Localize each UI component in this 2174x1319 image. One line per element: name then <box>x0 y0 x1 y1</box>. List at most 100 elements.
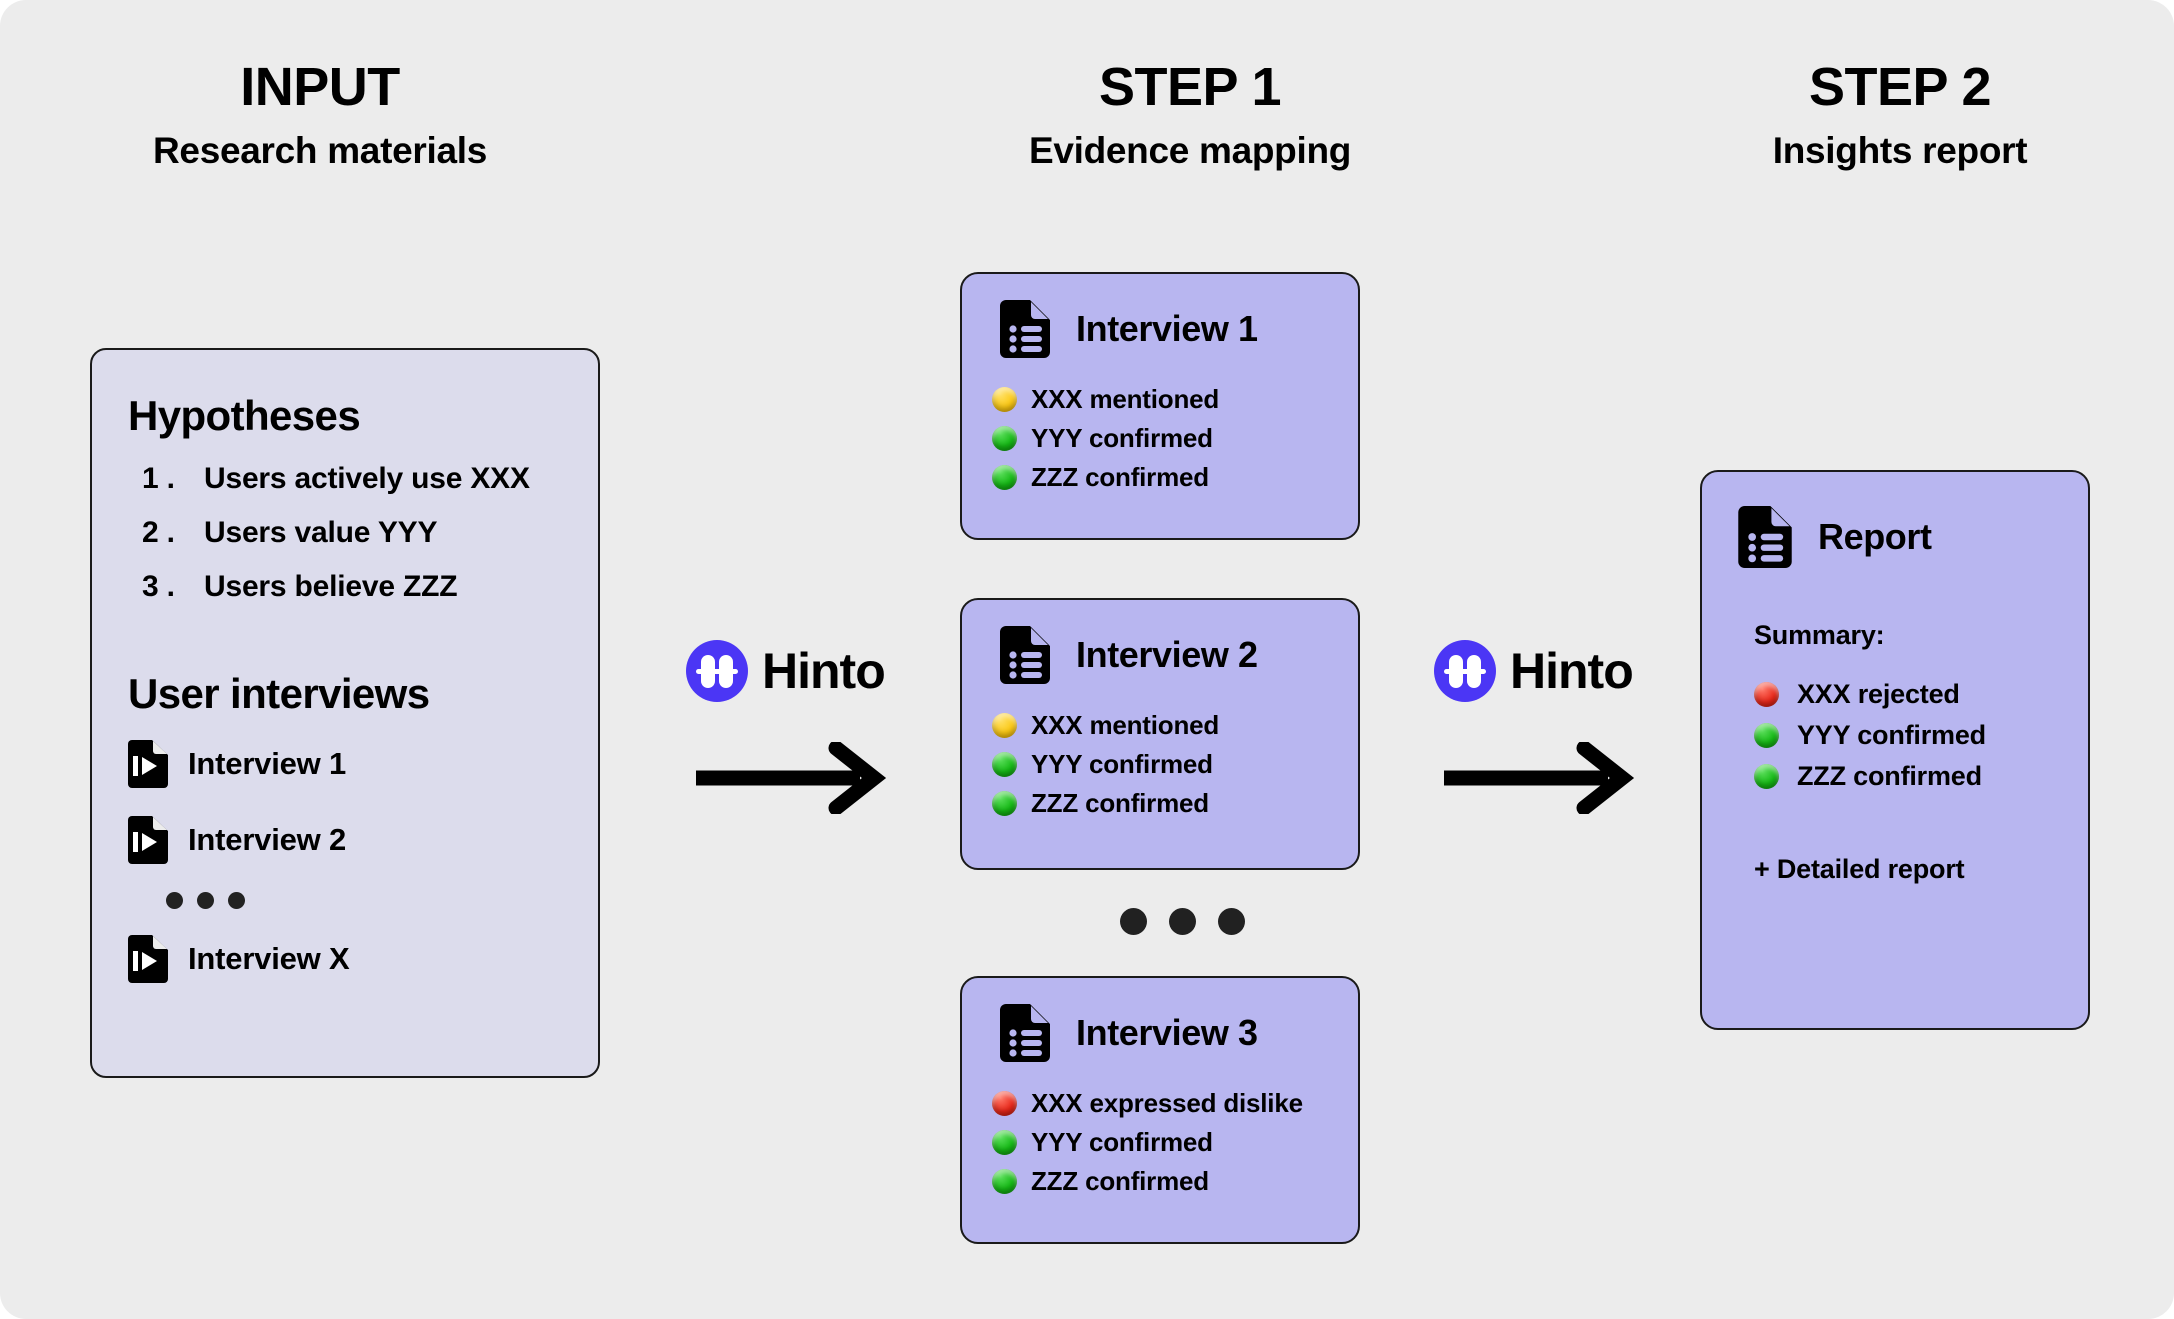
hinto-logo-icon <box>1434 640 1496 702</box>
video-file-icon <box>128 935 168 983</box>
finding-text: XXX rejected <box>1797 679 1960 709</box>
status-dot-green-icon <box>992 1169 1017 1194</box>
hypothesis-number: 3 . <box>142 570 175 603</box>
ellipsis-dot-icon <box>197 892 214 909</box>
interview-label: Interview 2 <box>188 822 347 857</box>
detailed-report-footer: + Detailed report <box>1754 854 1965 884</box>
list-item: ZZZ confirmed <box>1754 761 2088 792</box>
connector-hinto-step2: Hinto <box>1434 640 1638 819</box>
card-title: Interview 2 <box>1076 634 1258 675</box>
evidence-cards-ellipsis <box>1120 908 1245 935</box>
arrow-right-icon <box>690 740 890 819</box>
list-item[interactable]: Interview X <box>120 935 598 983</box>
ellipsis-dot-icon <box>228 892 245 909</box>
column-subtitle-step2: Insights report <box>1772 130 2028 171</box>
document-list-icon <box>1000 300 1050 358</box>
card-header: Interview 3 <box>962 978 1358 1062</box>
hypotheses-heading: Hypotheses <box>128 392 361 439</box>
list-item: 3 . Users believe ZZZ <box>120 570 598 604</box>
status-dot-green-icon <box>1754 723 1779 748</box>
finding-text: YYY confirmed <box>1797 720 1986 750</box>
column-heading-input: INPUT Research materials <box>60 60 580 169</box>
finding-text: XXX mentioned <box>1031 384 1220 414</box>
list-item: 1 . Users actively use XXX <box>120 462 598 496</box>
findings-list: XXX rejected YYY confirmed ZZZ confirmed <box>1702 651 2088 792</box>
arrow-right-icon <box>1438 740 1638 819</box>
video-file-icon <box>128 740 168 788</box>
ellipsis-dot-icon <box>1218 908 1245 935</box>
column-heading-step1: STEP 1 Evidence mapping <box>910 60 1470 169</box>
list-item: XXX expressed dislike <box>992 1088 1358 1119</box>
list-item: ZZZ confirmed <box>992 462 1358 493</box>
status-dot-green-icon <box>992 1130 1017 1155</box>
hypotheses-list: 1 . Users actively use XXX 2 . Users val… <box>120 462 598 604</box>
summary-label: Summary: <box>1754 620 1885 650</box>
list-item: XXX mentioned <box>992 710 1358 741</box>
findings-list: XXX mentioned YYY confirmed ZZZ confirme… <box>962 358 1358 493</box>
column-title-input: INPUT <box>240 57 400 117</box>
status-dot-green-icon <box>1754 764 1779 789</box>
hinto-wordmark: Hinto <box>762 643 886 699</box>
status-dot-green-icon <box>992 752 1017 777</box>
finding-text: YYY confirmed <box>1031 1127 1213 1157</box>
card-title: Interview 1 <box>1076 308 1258 349</box>
hinto-wordmark: Hinto <box>1510 643 1634 699</box>
list-item: YYY confirmed <box>992 423 1358 454</box>
list-item: ZZZ confirmed <box>992 1166 1358 1197</box>
list-item: XXX mentioned <box>992 384 1358 415</box>
finding-text: ZZZ confirmed <box>1031 788 1209 818</box>
interview-label: Interview X <box>188 941 350 976</box>
finding-text: YYY confirmed <box>1031 749 1213 779</box>
evidence-card-interview-2: Interview 2 XXX mentioned YYY confirmed … <box>960 598 1360 870</box>
evidence-card-interview-1: Interview 1 XXX mentioned YYY confirmed … <box>960 272 1360 540</box>
status-dot-green-icon <box>992 791 1017 816</box>
research-materials-card: Hypotheses 1 . Users actively use XXX 2 … <box>90 348 600 1078</box>
finding-text: ZZZ confirmed <box>1797 761 1982 791</box>
list-item: XXX rejected <box>1754 679 2088 710</box>
list-item: YYY confirmed <box>992 1127 1358 1158</box>
list-item[interactable]: Interview 1 <box>120 740 598 788</box>
column-title-step2: STEP 2 <box>1808 57 1992 117</box>
hypothesis-number: 2 . <box>142 516 175 549</box>
column-subtitle-step1: Evidence mapping <box>1028 130 1352 171</box>
hypothesis-text: Users value YYY <box>204 516 438 549</box>
ellipsis-dot-icon <box>1169 908 1196 935</box>
status-dot-yellow-icon <box>992 387 1017 412</box>
interview-label: Interview 1 <box>188 746 347 781</box>
hypothesis-text: Users believe ZZZ <box>204 570 458 603</box>
status-dot-red-icon <box>992 1091 1017 1116</box>
list-item[interactable]: Interview 2 <box>120 816 598 864</box>
evidence-card-interview-3: Interview 3 XXX expressed dislike YYY co… <box>960 976 1360 1244</box>
hinto-logo: Hinto <box>1434 640 1638 702</box>
interviews-ellipsis <box>120 892 598 909</box>
column-subtitle-input: Research materials <box>153 130 487 171</box>
insights-report-card: Report Summary: XXX rejected YYY confirm… <box>1700 470 2090 1030</box>
card-header: Interview 2 <box>962 600 1358 684</box>
hypothesis-number: 1 . <box>142 462 175 495</box>
status-dot-red-icon <box>1754 682 1779 707</box>
hypothesis-text: Users actively use XXX <box>204 462 530 495</box>
column-title-step1: STEP 1 <box>1098 57 1282 117</box>
card-header: Interview 1 <box>962 274 1358 358</box>
finding-text: ZZZ confirmed <box>1031 462 1209 492</box>
finding-text: YYY confirmed <box>1031 423 1213 453</box>
status-dot-green-icon <box>992 426 1017 451</box>
card-title: Report <box>1818 516 1932 557</box>
hinto-logo-icon <box>686 640 748 702</box>
ellipsis-dot-icon <box>166 892 183 909</box>
findings-list: XXX expressed dislike YYY confirmed ZZZ … <box>962 1062 1358 1197</box>
video-file-icon <box>128 816 168 864</box>
user-interviews-heading: User interviews <box>128 670 430 717</box>
column-heading-step2: STEP 2 Insights report <box>1690 60 2110 169</box>
card-title: Interview 3 <box>1076 1012 1258 1053</box>
document-list-icon <box>1738 506 1792 568</box>
finding-text: XXX expressed dislike <box>1031 1088 1303 1118</box>
finding-text: ZZZ confirmed <box>1031 1166 1209 1196</box>
connector-hinto-step1: Hinto <box>686 640 890 819</box>
document-list-icon <box>1000 626 1050 684</box>
status-dot-green-icon <box>992 465 1017 490</box>
list-item: ZZZ confirmed <box>992 788 1358 819</box>
finding-text: XXX mentioned <box>1031 710 1220 740</box>
ellipsis-dot-icon <box>1120 908 1147 935</box>
